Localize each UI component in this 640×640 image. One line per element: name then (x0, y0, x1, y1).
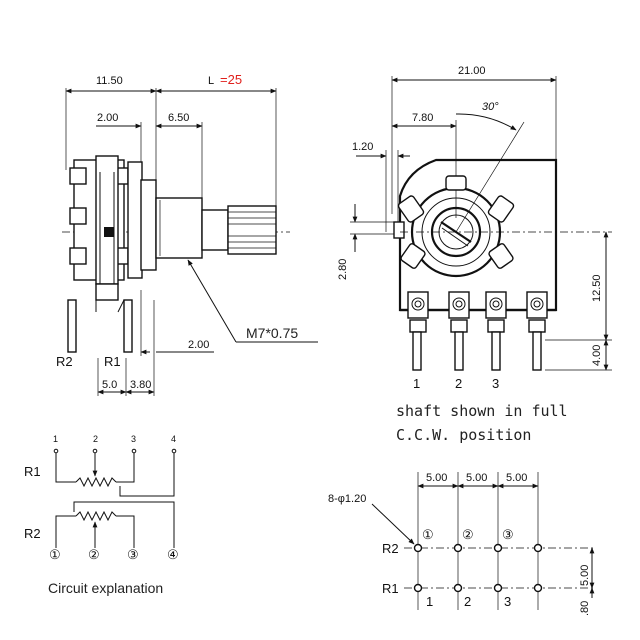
row-r1: R1 (382, 581, 399, 596)
bottom-pin-2: 2 (464, 594, 471, 609)
spacing-2: 5.00 (466, 472, 487, 484)
pin-label-r2: R2 (56, 354, 73, 369)
anti-rotation-tab (393, 221, 405, 239)
bottom-pin-1: 1 (426, 594, 433, 609)
dim-1-20: 1.20 (352, 141, 373, 153)
terminal-2 (454, 331, 464, 371)
circuit-r1: R1 (24, 464, 41, 479)
circuit-bottom-3: ③ (127, 547, 139, 562)
circuit-bottom-4: ④ (167, 547, 179, 562)
circuit-caption: Circuit explanation (48, 580, 163, 596)
front-view: 21.00 7.80 30° 1.20 2.80 (337, 65, 612, 444)
spacing-3: 5.00 (506, 472, 527, 484)
dim-11-50: 11.50 (96, 75, 123, 87)
dim-2-00-top: 2.00 (97, 112, 118, 124)
circled-3: ③ (502, 527, 514, 542)
terminal-1 (412, 331, 422, 371)
terminal-label-2: 2 (455, 376, 462, 391)
angle-30: 30° (482, 101, 499, 113)
threaded-bushing (155, 197, 203, 259)
angle-arc (455, 113, 517, 131)
circled-1: ① (422, 527, 434, 542)
spacing-1: 5.00 (426, 472, 447, 484)
dim-4-00: 4.00 (591, 345, 603, 366)
pin-label-r1: R1 (104, 354, 121, 369)
pcb-layout: 5.00 5.00 5.00 8-φ1.20 ① ② ③ R2 R1 1 2 3… (328, 472, 595, 616)
dim-12-50: 12.50 (591, 274, 603, 302)
dim-2-80: 2.80 (337, 259, 349, 280)
shaft (201, 209, 229, 251)
circuit-diagram: 1 2 3 4 R1 R2 ① ② ③ ④ Circuit explanatio… (24, 434, 179, 596)
dim-5-00-v: 5.00 (579, 565, 591, 586)
pcb-holes (413, 543, 543, 593)
dim-3-80: 3.80 (130, 379, 151, 391)
thread-leader (187, 259, 237, 343)
dim-6-50: 6.50 (168, 112, 189, 124)
hole-leader (371, 503, 415, 545)
terminal-3 (491, 331, 501, 371)
pin-r2 (67, 299, 77, 353)
dim-length-value: =25 (220, 72, 242, 87)
resistor-r2 (75, 510, 117, 522)
knurled-shaft (227, 205, 277, 255)
circuit-top-1: 1 (53, 434, 58, 444)
dim-80: .80 (579, 601, 591, 616)
row-r2: R2 (382, 541, 399, 556)
thread-label: M7*0.75 (246, 325, 298, 341)
circled-2: ② (462, 527, 474, 542)
dim-7-80: 7.80 (412, 112, 433, 124)
dim-5-0: 5.0 (102, 379, 117, 391)
circuit-bottom-2: ② (88, 547, 100, 562)
circuit-top-4: 4 (171, 434, 176, 444)
dim-length-prefix: L (208, 75, 214, 87)
bushing-plate (127, 161, 143, 279)
circuit-bottom-1: ① (49, 547, 61, 562)
circuit-top-3: 3 (131, 434, 136, 444)
terminal-label-1: 1 (413, 376, 420, 391)
circuit-r2: R2 (24, 526, 41, 541)
pin-r1 (123, 299, 133, 353)
terminal-label-3: 3 (492, 376, 499, 391)
terminal-4 (532, 331, 542, 371)
resistor-r1 (75, 476, 117, 488)
note-line-2: C.C.W. position (396, 426, 531, 444)
pot-body (398, 158, 558, 312)
dim-21-00: 21.00 (458, 65, 486, 77)
hole-spec: 8-φ1.20 (328, 493, 366, 505)
note-line-1: shaft shown in full (396, 402, 568, 420)
bottom-pin-3: 3 (504, 594, 511, 609)
circuit-top-2: 2 (93, 434, 98, 444)
side-view: 11.50 L =25 2.00 6.50 (56, 72, 318, 396)
dim-2-00-bottom: 2.00 (188, 339, 209, 351)
